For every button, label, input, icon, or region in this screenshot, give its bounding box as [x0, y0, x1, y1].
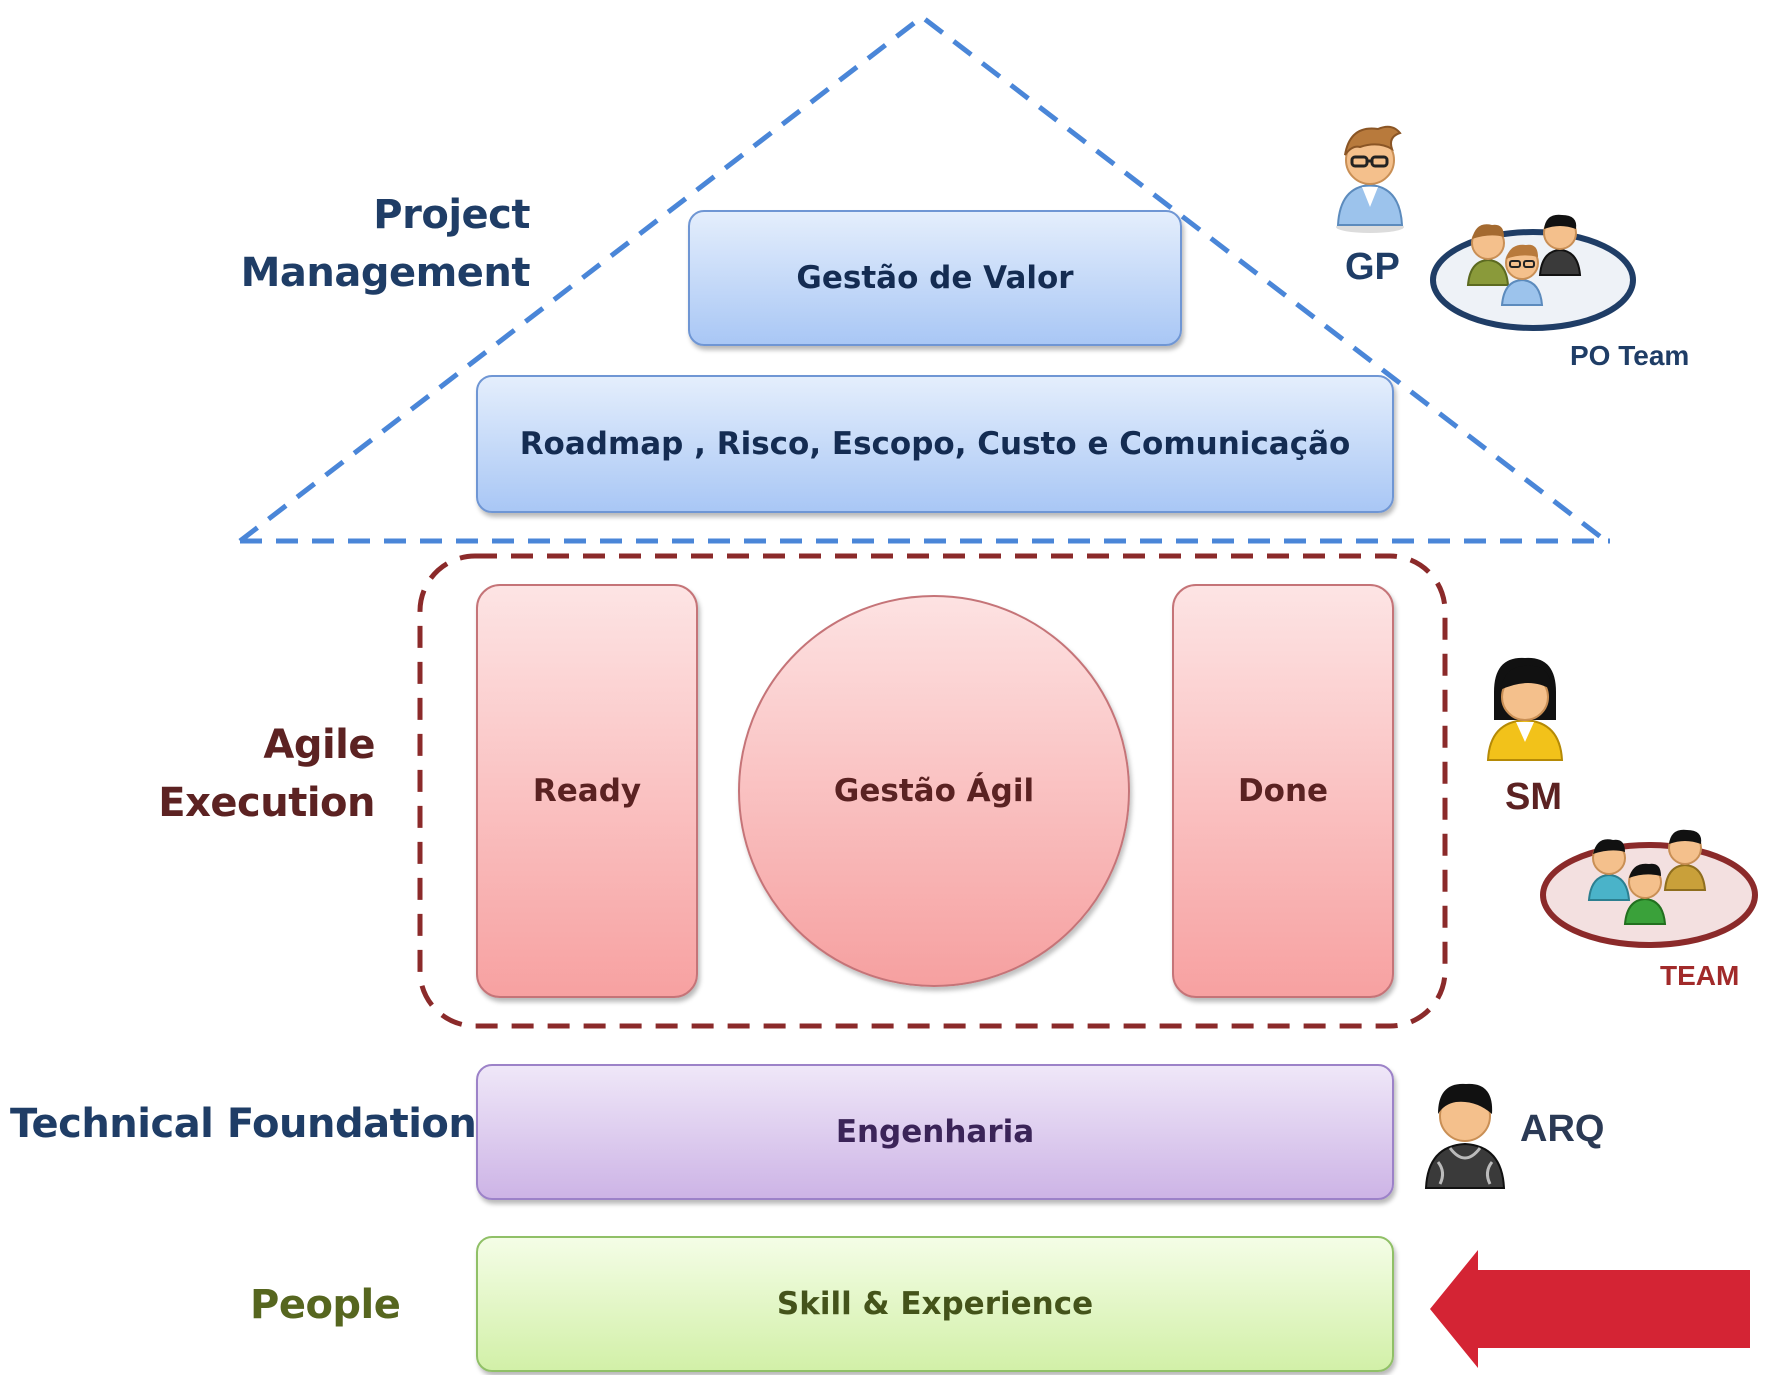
arrow-icon	[1430, 1250, 1750, 1368]
skill-experience-box: Skill & Experience	[476, 1236, 1394, 1372]
agile-execution-frame	[417, 553, 1448, 1029]
layer-label-agile-execution: Agile Execution	[150, 716, 375, 832]
ready-label: Ready	[532, 773, 642, 809]
team-label: TEAM	[1660, 960, 1740, 991]
roadmap-box: Roadmap , Risco, Escopo, Custo e Comunic…	[476, 375, 1394, 513]
arq-person-icon	[1424, 1083, 1506, 1189]
layer-label-project-management: Project Management	[240, 186, 531, 302]
skill-experience-label: Skill & Experience	[776, 1286, 1094, 1322]
engenharia-label: Engenharia	[835, 1114, 1035, 1150]
gestao-valor-label: Gestão de Valor	[796, 260, 1074, 296]
sm-person-icon	[1486, 657, 1564, 761]
ready-box: Ready	[476, 584, 698, 998]
layer-label-line: Agile	[263, 722, 375, 768]
gestao-valor-box: Gestão de Valor	[688, 210, 1182, 346]
sm-role-label: SM	[1505, 776, 1562, 818]
layer-label-line: Project	[373, 192, 530, 238]
layer-label-technical-foundation: Technical Foundation	[10, 1101, 477, 1147]
engenharia-box: Engenharia	[476, 1064, 1394, 1200]
done-label: Done	[1237, 773, 1329, 809]
gestao-agil-circle: Gestão Ágil	[738, 595, 1130, 987]
gp-person-icon	[1336, 125, 1404, 233]
layer-label-line: Execution	[158, 780, 375, 826]
gestao-agil-label: Gestão Ágil	[833, 773, 1035, 809]
po-team-group-icon	[1430, 214, 1636, 331]
layer-label-people: People	[250, 1282, 401, 1328]
team-group-icon	[1540, 829, 1758, 948]
po-team-label: PO Team	[1570, 340, 1690, 371]
arq-role-label: ARQ	[1520, 1108, 1605, 1150]
layer-label-line: Management	[240, 250, 531, 296]
gp-role-label: GP	[1345, 246, 1400, 288]
roadmap-label: Roadmap , Risco, Escopo, Custo e Comunic…	[519, 426, 1351, 462]
done-box: Done	[1172, 584, 1394, 998]
